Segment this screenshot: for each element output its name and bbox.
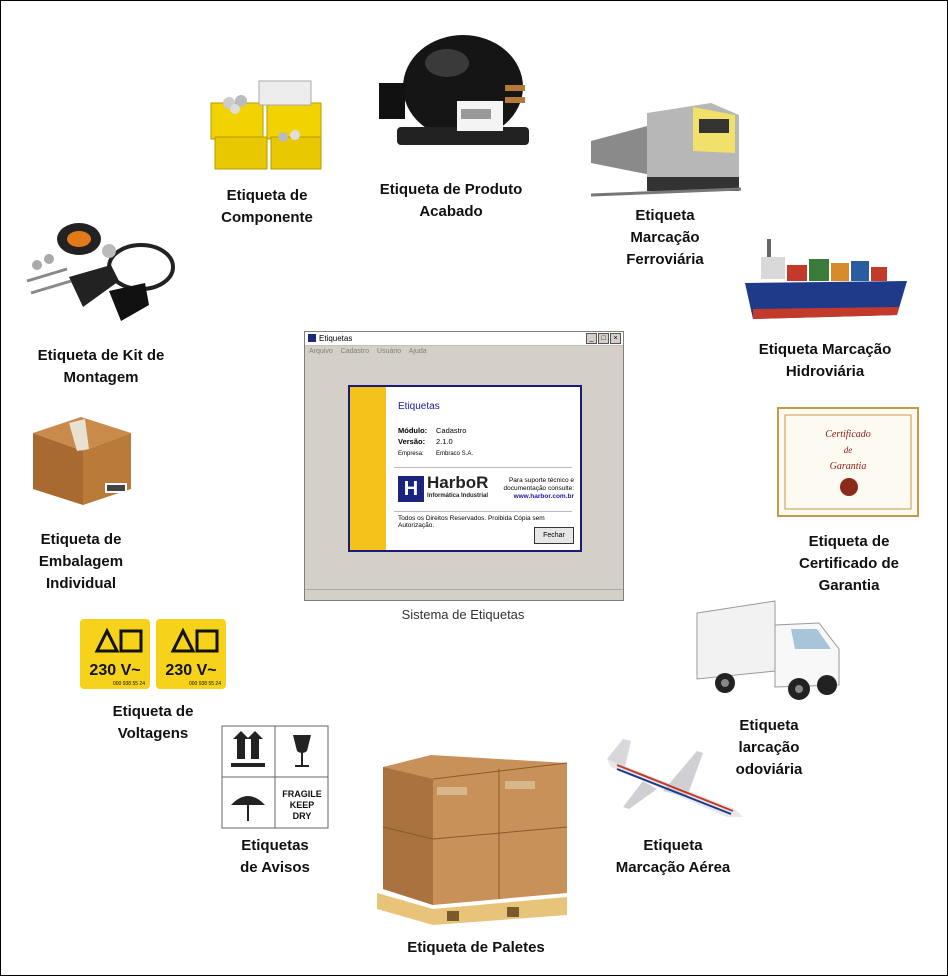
dialog-accent-bar <box>350 387 386 550</box>
svg-text:FRAGILE: FRAGILE <box>282 789 322 799</box>
voltage-stickers-image: 230 V~ 230 V~ 000 938 55 24 000 938 55 2… <box>79 617 229 691</box>
version-row: Versão:2.1.0 <box>398 437 453 446</box>
support-url[interactable]: www.harbor.com.br <box>513 493 574 500</box>
support-info: Para suporte técnico e documentação cons… <box>503 477 574 500</box>
brand-name: HarboR <box>427 473 489 492</box>
brand-subtitle: Informática Industrial <box>427 493 489 499</box>
svg-text:000 938 55 24: 000 938 55 24 <box>189 681 221 687</box>
status-bar <box>305 589 623 600</box>
rights-text: Todos os Direitos Reservados. Proibida C… <box>398 515 545 529</box>
svg-text:DRY: DRY <box>293 811 312 821</box>
compressor-image <box>379 35 529 145</box>
harbor-logo-icon: H <box>398 476 424 502</box>
truck-image <box>696 600 840 700</box>
menu-ajuda[interactable]: Ajuda <box>408 348 427 355</box>
center-caption: Sistema de Etiquetas <box>401 607 525 622</box>
fechar-button[interactable]: Fechar <box>534 527 574 544</box>
svg-text:230 V~: 230 V~ <box>89 662 140 679</box>
cargo-ship-image <box>745 239 907 319</box>
train-image <box>591 103 741 197</box>
certificate-image: Certificado de Garantia <box>777 407 919 517</box>
warning-symbols-image: FRAGILE KEEP DRY <box>221 725 329 829</box>
company-row: Empresa:Embraco S.A. <box>398 451 474 457</box>
window-titlebar: Etiquetas _ □ × <box>305 332 623 346</box>
svg-text:Garantia: Garantia <box>830 461 867 472</box>
menu-usuario[interactable]: Usuário <box>377 348 402 355</box>
assembly-kit-image <box>26 223 175 321</box>
close-button[interactable]: × <box>610 333 621 344</box>
svg-text:Certificado: Certificado <box>825 429 871 440</box>
module-row: Módulo:Cadastro <box>398 426 467 435</box>
menu-bar: Arquivo Cadastro Usuário Ajuda <box>305 346 623 357</box>
app-icon <box>308 334 316 342</box>
dialog-separator <box>394 511 572 512</box>
svg-text:000 938 55 24: 000 938 55 24 <box>113 681 145 687</box>
svg-text:KEEP: KEEP <box>290 800 315 810</box>
menu-cadastro[interactable]: Cadastro <box>340 348 370 355</box>
dialog-separator <box>394 467 572 468</box>
label-paletes: Etiqueta de Paletes <box>407 939 545 956</box>
cardboard-box-image <box>33 417 131 505</box>
window-title: Etiquetas <box>319 334 353 343</box>
pallet-image <box>377 755 568 925</box>
svg-text:230 V~: 230 V~ <box>165 662 216 679</box>
component-bins-image <box>210 80 322 170</box>
airplane-image <box>607 739 743 817</box>
menu-arquivo[interactable]: Arquivo <box>309 348 333 355</box>
maximize-button[interactable]: □ <box>598 333 609 344</box>
minimize-button[interactable]: _ <box>586 333 597 344</box>
svg-text:de: de <box>844 445 853 455</box>
dialog-title: Etiquetas <box>398 401 440 412</box>
about-dialog: Etiquetas Módulo:Cadastro Versão:2.1.0 E… <box>348 385 582 552</box>
app-window: Etiquetas _ □ × Arquivo Cadastro Usuário… <box>304 331 624 601</box>
